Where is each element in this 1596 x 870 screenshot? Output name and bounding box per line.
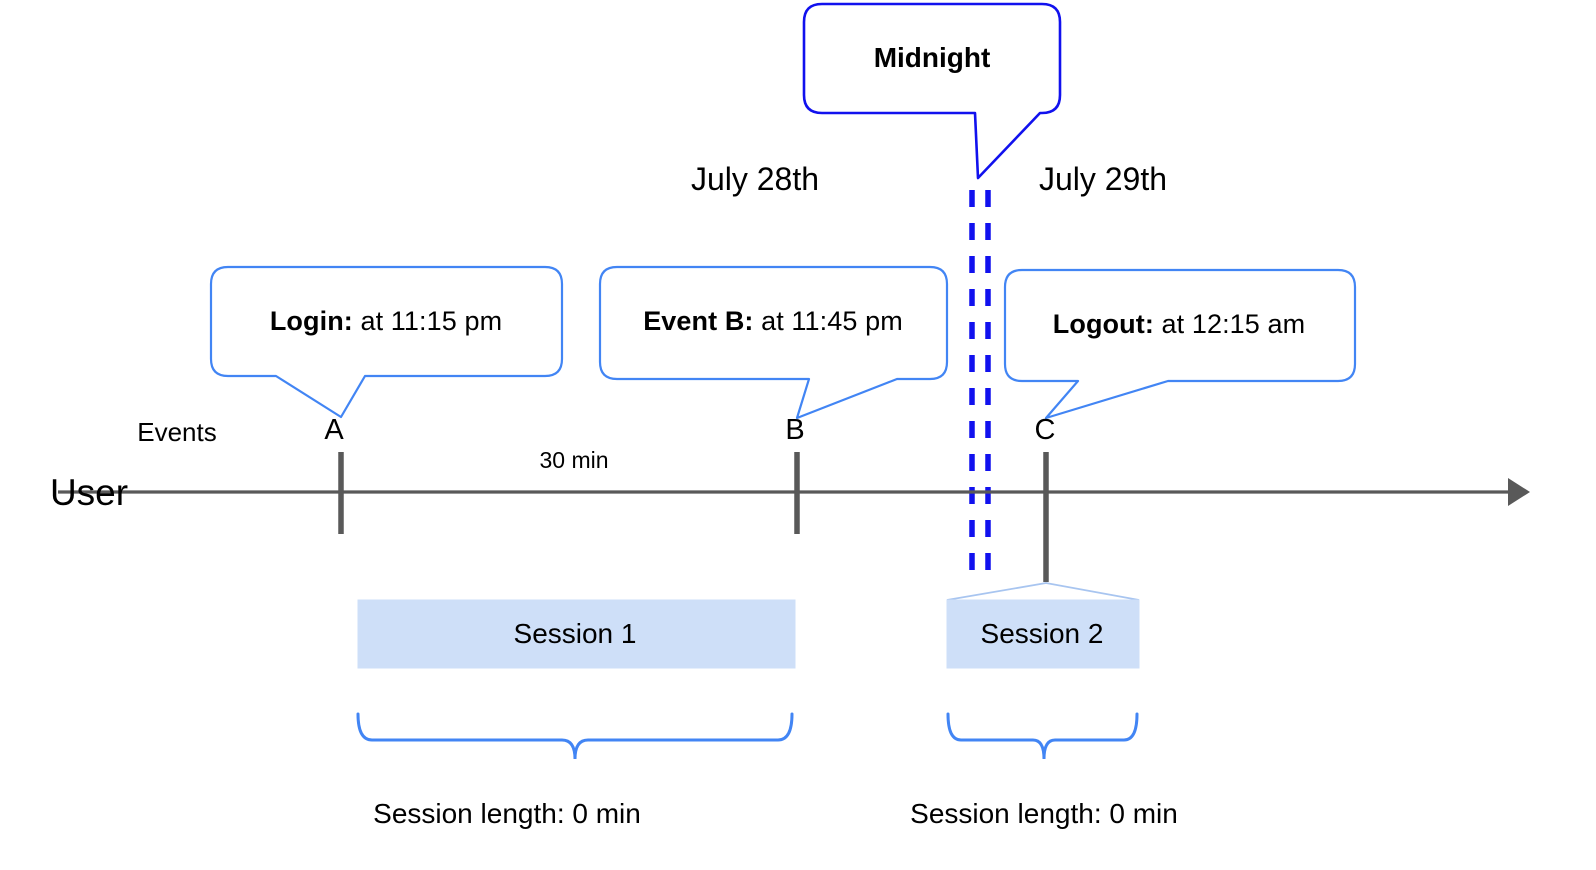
midnight-callout-shape — [802, 2, 1062, 180]
callout-lead-a: Login: — [269, 306, 353, 336]
callout-rest-b: at 11:45 pm — [753, 306, 903, 336]
callout-lead-b: Event B: — [643, 306, 754, 336]
callout-rest-c: at 12:15 am — [1153, 309, 1306, 339]
session-1-length-label: Session length: 0 min — [373, 798, 641, 829]
event-ticks — [338, 452, 1049, 582]
gap-annotation-30-min: 30 min — [539, 447, 609, 473]
callout-shape-b — [598, 265, 949, 420]
event-letter-a: A — [324, 414, 344, 446]
row-label-events: Events — [137, 417, 217, 447]
event-letter-c: C — [1034, 414, 1056, 446]
session-2-brace — [946, 712, 1139, 760]
session-1-brace — [356, 712, 794, 760]
midnight-callout-label: Midnight — [873, 42, 991, 73]
callout-label-a: Login: at 11:15 pm — [270, 308, 502, 335]
row-label-user: User — [49, 472, 129, 513]
callout-shape-c — [1003, 268, 1357, 420]
callout-shape-a — [209, 265, 564, 419]
callout-rest-a: at 11:15 pm — [352, 306, 503, 336]
callout-label-b: Event B: at 11:45 pm — [643, 308, 903, 335]
event-letter-b: B — [785, 414, 805, 446]
session-2-label: Session 2 — [980, 618, 1104, 649]
date-label-july-29: July 29th — [1038, 161, 1168, 197]
session-1-label: Session 1 — [513, 618, 637, 649]
callout-lead-c: Logout: — [1052, 309, 1154, 339]
session-2-roof-connector — [946, 582, 1140, 601]
session-2-length-label: Session length: 0 min — [910, 798, 1178, 829]
timeline-axis — [58, 478, 1530, 506]
timeline-arrow-icon — [1508, 478, 1530, 506]
callout-label-c: Logout: at 12:15 am — [1053, 311, 1305, 338]
date-label-july-28: July 28th — [690, 161, 820, 197]
midnight-divider-icon — [969, 190, 991, 572]
